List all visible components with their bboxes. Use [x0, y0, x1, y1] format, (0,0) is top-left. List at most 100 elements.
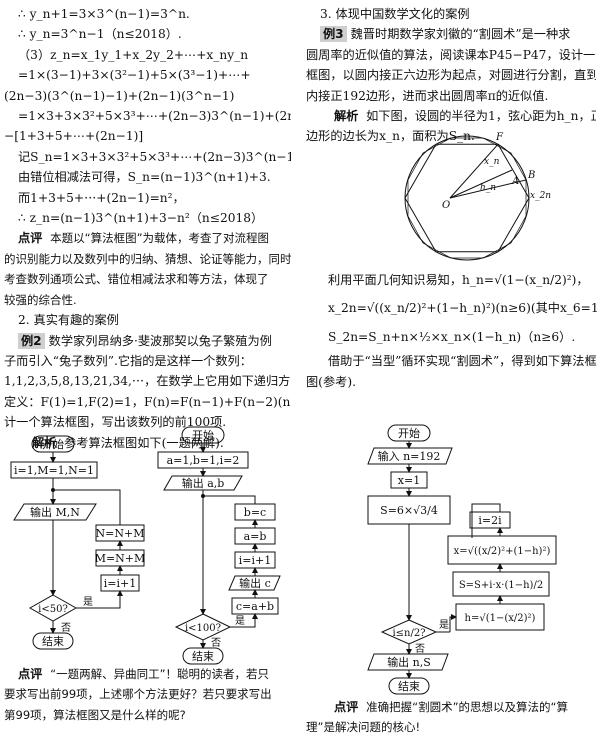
text-line: 1,1,2,3,5,8,13,21,34,⋯，在数学上它用如下递归方法: [4, 374, 291, 389]
end-terminal: [388, 677, 430, 695]
segment-label: h_n: [480, 183, 496, 193]
flowchart-liu-hui: 开始 输入 n=192 x=1 S=6×√3/4 i=2i x=√((x/2)²…: [367, 424, 557, 695]
flow-text: i=i+1: [104, 577, 136, 590]
output-parallelogram: [13, 503, 97, 521]
flow-text: i=2i: [478, 514, 502, 527]
input-parallelogram: [367, 447, 453, 465]
flow-text: 否: [211, 637, 221, 649]
solution-line: 解析 参考算法框图如下(一题两解).: [4, 433, 291, 453]
inscribed-polygon-figure: F B A O x_n h_n x_2n: [404, 132, 551, 261]
note-paragraph: 点评 本题以“算法框图”为载体，考查了对流程图: [4, 228, 291, 248]
solution-heading: 解析: [334, 109, 359, 124]
flow-text: S=6×√3/4: [380, 504, 438, 517]
text-line: −[1+3+5+⋯+(2n−1)]: [4, 129, 144, 144]
note-text: 的识别能力以及数列中的归纳、猜想、论证等能力，同时: [4, 251, 291, 266]
flow-text: M=N+M: [95, 552, 146, 565]
flow-text: N=N+M: [96, 527, 145, 540]
text-line: ∴ y_n+1=3×3^(n−1)=3^n.: [18, 7, 190, 21]
text-line: ∴ z_n=(n−1)3^(n+1)+3−n²（n≤2018）: [18, 211, 264, 226]
note-text: 准确把握“割圆术”的思想以及算法的“算: [366, 700, 568, 714]
text-line: 子而引入“兔子数列”.它指的是这样一个数列：: [4, 353, 252, 368]
flow-text: a=1,b=1,i=2: [167, 454, 240, 467]
process-i: [469, 511, 511, 529]
inscribed-dodecagon: [407, 137, 527, 259]
text-line: 计一个算法框图，写出该数列的前100项.: [4, 415, 227, 430]
flow-text: h=√(1−(x/2)²): [465, 613, 536, 624]
left-bottom-note: 点评 “一题两解、异曲同工”！聪明的读者，若只 要求写出前99项，上述哪个方法更…: [4, 664, 291, 725]
formula: 利用平面几何知识易知，h_n=√(1−(x_n/2)²)，: [328, 273, 589, 287]
formula: S_2n=S_n+n×½×x_n×(1−h_n)（n≥6）.: [328, 329, 576, 344]
flow-text: 输出 M,N: [30, 505, 80, 519]
text-line: 内接正192边形，进而求出圆周率π的近似值.: [306, 88, 549, 103]
flow-text: 开始: [398, 426, 420, 440]
flow-text: 输入 n=192: [378, 449, 441, 463]
flow-text: 结束: [42, 635, 64, 648]
flow-text: 否: [415, 643, 425, 655]
formula: x_2n=√((x_n/2)²+(1−h_n)²)(n≥6)(其中x_6=1)，: [328, 301, 598, 316]
flow-text: 结束: [192, 650, 214, 663]
text-line: (2n−3)(3^(n−1)−1)+(2n−1)(3^n−1): [4, 88, 235, 103]
text-line: ∴ y_n=3^n−1（n≤2018）.: [18, 27, 182, 42]
point-label: F: [495, 132, 504, 143]
flow-text: S=S+i·x·(1−h)/2: [459, 580, 543, 591]
segment-label: x_2n: [530, 191, 551, 201]
flow-text: i=1,M=1,N=1: [14, 464, 94, 477]
formula-block: 利用平面几何知识易知，h_n=√(1−(x_n/2)²)， x_2n=√((x_…: [306, 270, 598, 392]
text-line: 圆周率的近似值的算法，阅读课本P45−P47，设计一个: [306, 47, 596, 62]
end-terminal: [32, 632, 74, 650]
text-line: （3）z_n=x_1y_1+x_2y_2+⋯+x_ny_n: [18, 47, 249, 62]
note-paragraph: 点评 “一题两解、异曲同工”！聪明的读者，若只: [4, 664, 291, 684]
text-line: 图(参考).: [306, 374, 356, 389]
point-label: A: [511, 176, 519, 187]
flow-text: b=c: [244, 506, 266, 519]
text-line: 借助于“当型”循环实现“割圆术”，得到如下算法框: [328, 354, 597, 369]
flow-text: 开始: [192, 428, 214, 442]
flow-text: 结束: [398, 680, 420, 693]
output-parallelogram: [367, 653, 449, 671]
init-box: [10, 461, 98, 479]
segment-label: x_n: [484, 157, 500, 167]
text-line: 定义：F(1)=1,F(2)=1，F(n)=F(n−1)+F(n−2)(n>2)…: [4, 394, 291, 409]
text-line: 边形的边长为x_n，面积为S_n.: [306, 129, 475, 144]
note-text: 第99项，算法框图又是什么样的呢?: [4, 707, 186, 722]
flow-text: 输出 a,b: [182, 476, 225, 490]
inscribed-hexagon: [404, 143, 530, 253]
flow-text: 是: [439, 619, 449, 631]
note-text: 理”是解决问题的核心!: [306, 720, 421, 735]
unit-circle: [404, 135, 530, 261]
text-line: =1×3+3×3²+5×3³+⋯+(2n−3)3^(n−1)+(2n−1)3^n: [18, 109, 291, 124]
text-line: 由错位相减法可得，S_n=(n−1)3^(n+1)+3.: [18, 170, 271, 185]
flow-text: i<50?: [38, 604, 68, 615]
flowchart-fibonacci-2: 开始 a=1,b=1,i=2 输出 a,b b=c a=b i=i+1 输出 c…: [157, 426, 281, 665]
flow-text: x=1: [398, 474, 420, 487]
section-heading: 2. 真实有趣的案例: [18, 313, 119, 328]
flow-text: 否: [61, 622, 71, 634]
solution-heading: 解析: [32, 435, 57, 450]
point-label: B: [527, 170, 535, 181]
note-text: “一题两解、异曲同工”！聪明的读者，若只: [50, 667, 270, 681]
text-line: =1×(3−1)+3×(3²−1)+5×(3³−1)+⋯+: [18, 68, 251, 83]
solution-line: 解析 如下图，设圆的半径为1，弦心距为h_n，正n: [306, 106, 596, 126]
flow-text: a=b: [244, 530, 267, 543]
text-line: 记S_n=1×3+3×3²+5×3³+⋯+(2n−3)3^(n−1)+(2n−1…: [18, 149, 291, 164]
flow-text: x=√((x/2)²+(1−h)²): [454, 546, 551, 557]
flow-text: i<100?: [185, 623, 221, 634]
right-bottom-note: 点评 准确把握“割圆术”的思想以及算法的“算 理”是解决问题的核心!: [306, 697, 596, 738]
text-line: 数学家列昂纳多·斐波那契以兔子繁殖为例: [48, 333, 272, 348]
flow-text: 是: [235, 615, 245, 627]
text-line: 而1+3+5+⋯+(2n−1)=n²，: [18, 190, 185, 205]
example-label: 例3: [320, 26, 347, 43]
example-label: 例2: [18, 332, 45, 349]
note-heading: 点评: [18, 667, 43, 681]
flow-text: 输出 n,S: [387, 655, 431, 669]
flow-text: 开始: [42, 437, 64, 451]
flow-text: i=i+1: [239, 554, 271, 567]
note-text: 较强的综合性.: [4, 292, 77, 307]
end-terminal: [182, 647, 224, 665]
point-label: O: [442, 200, 450, 211]
flow-text: i≤n/2?: [392, 628, 425, 639]
note-paragraph: 点评 准确把握“割圆术”的思想以及算法的“算: [306, 697, 596, 717]
flow-text: 是: [83, 596, 93, 608]
